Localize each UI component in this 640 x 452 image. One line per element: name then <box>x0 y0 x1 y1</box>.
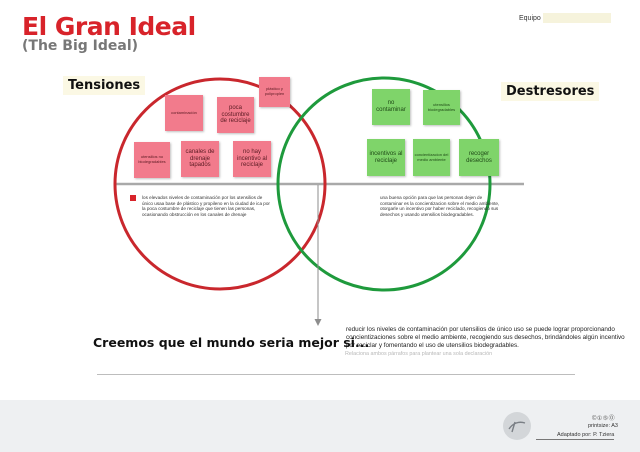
sticky-note[interactable]: utensilios biodegradables <box>423 90 460 125</box>
sticky-note[interactable]: canales de drenaje tapados <box>181 141 219 177</box>
tension-bullet-icon <box>130 195 136 201</box>
tension-paragraph[interactable]: los elevados niveles de contaminación po… <box>142 195 270 218</box>
license-icon: ©①⑤⓪ <box>592 416 616 422</box>
sticky-note[interactable]: utensilios no biodegradables <box>134 142 170 178</box>
sticky-note[interactable]: recoger desechos <box>459 139 499 176</box>
statement-answer[interactable]: reducir los niveles de contaminación por… <box>346 326 625 350</box>
statement-prompt: Creemos que el mundo seria mejor si... <box>93 335 370 350</box>
sticky-note[interactable]: contaminación <box>165 95 203 131</box>
sticky-note[interactable]: no contaminar <box>372 89 410 125</box>
destressors-label: Destresores <box>501 82 600 101</box>
tensions-label: Tensiones <box>63 76 146 95</box>
footer-bar <box>0 400 640 452</box>
pointer-arrow <box>314 319 322 326</box>
sticky-note[interactable]: poca costumbre de reciclaje <box>217 97 254 133</box>
page-title: El Gran Ideal <box>22 12 196 41</box>
logo-glyph-icon <box>508 421 526 433</box>
sticky-note[interactable]: no hay incentivo al reciclaje <box>233 141 271 177</box>
sticky-note[interactable]: plástico y poliproplen <box>259 77 290 107</box>
logo-icon <box>503 412 531 440</box>
destressors-circle <box>276 76 492 292</box>
print-size-label: printsize: A3 <box>588 423 618 429</box>
sticky-note[interactable]: concientizacion del medio ambiente <box>413 139 450 176</box>
team-label: Equipo <box>519 15 541 22</box>
bottom-divider <box>97 374 575 375</box>
adapted-underline <box>536 439 614 440</box>
adapted-by-label: Adaptado por: P. Tziera <box>557 432 615 438</box>
destressor-paragraph[interactable]: una buena opción para que las personas d… <box>380 195 500 218</box>
team-input[interactable] <box>543 13 611 23</box>
page-subtitle: (The Big Ideal) <box>22 38 139 54</box>
tensions-circle <box>113 77 327 291</box>
statement-hint: Relaciona ambos párrafos para plantear u… <box>345 351 493 357</box>
sticky-note[interactable]: incentivos al reciclaje <box>367 139 405 176</box>
